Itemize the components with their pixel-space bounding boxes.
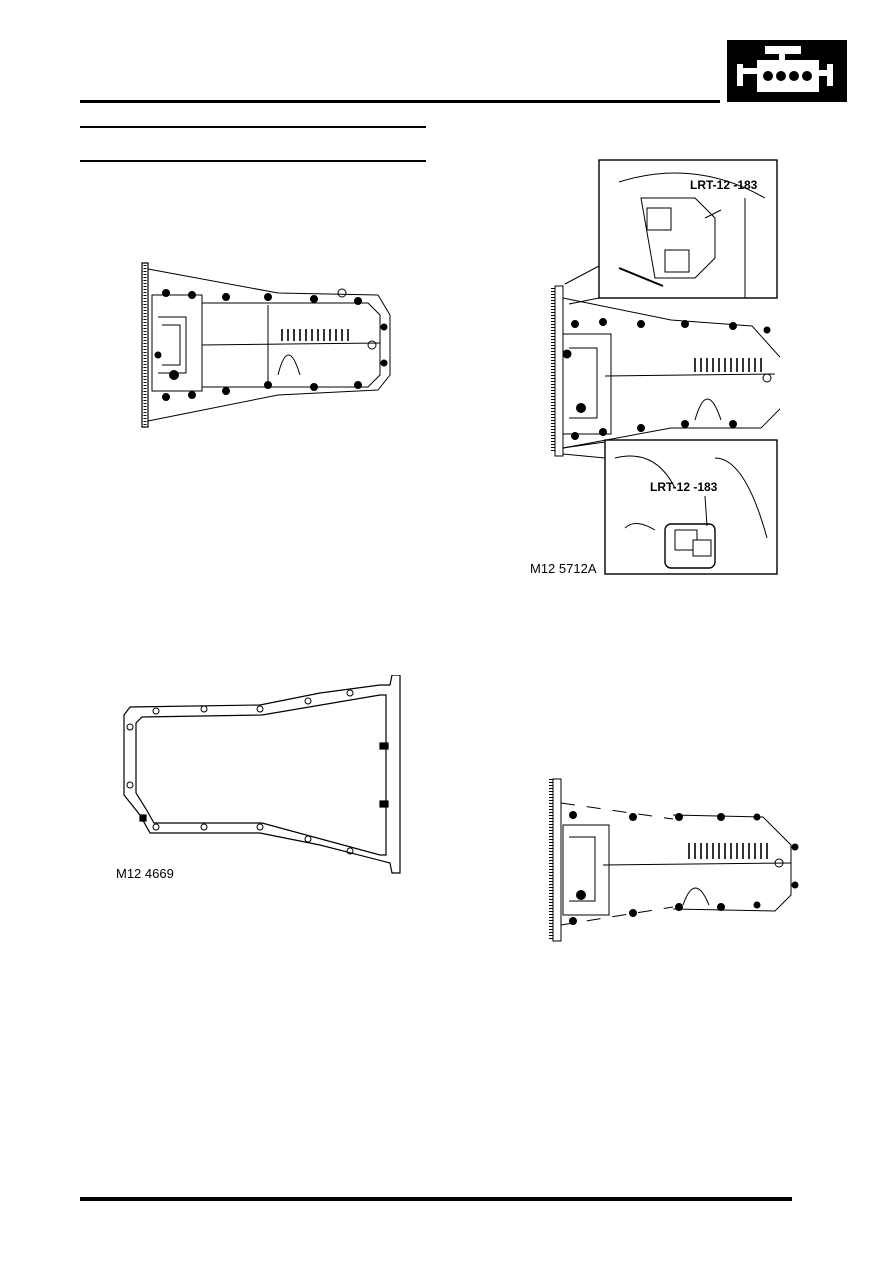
column-rule-bottom	[80, 160, 426, 162]
column-rule-top	[80, 126, 426, 128]
figure-gasket-caption: M12 4669	[116, 866, 174, 881]
figure-gasket	[110, 674, 410, 875]
engine-section-badge	[727, 40, 847, 102]
callout-tool-top: LRT-12 -183	[690, 178, 758, 192]
header-rule	[80, 100, 720, 103]
figure-tool-fitment-caption: M12 5712A	[530, 561, 597, 576]
callout-tool-bottom: LRT-12 -183	[650, 480, 718, 494]
figure-sump-bolts	[128, 255, 398, 435]
figure-tool-fitment	[545, 158, 782, 578]
engine-icon	[737, 46, 833, 92]
figure-sump-fitted	[543, 775, 803, 945]
footer-rule	[80, 1197, 792, 1201]
